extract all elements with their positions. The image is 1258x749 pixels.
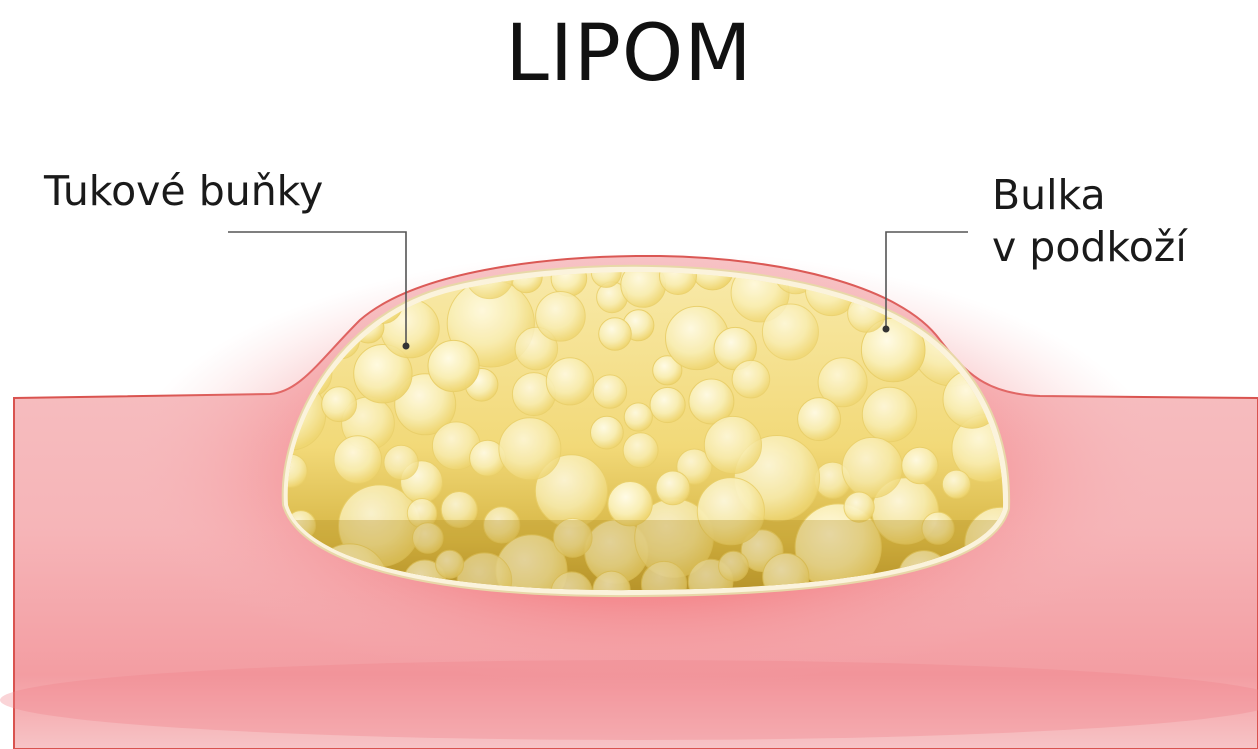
fat-cell	[762, 304, 818, 360]
fat-cell	[656, 471, 690, 505]
fat-cell	[624, 403, 652, 431]
fat-cell	[608, 482, 652, 526]
fat-cell	[704, 416, 761, 473]
fat-cell	[844, 492, 874, 522]
fat-cells-pointer-dot	[403, 343, 410, 350]
diagram-title: LIPOM	[0, 8, 1258, 100]
fat-cell	[499, 418, 561, 480]
fat-cell	[732, 360, 770, 398]
fat-cell	[593, 375, 626, 408]
fat-cell	[591, 416, 624, 449]
fat-cell	[623, 433, 658, 468]
fat-cell	[862, 387, 916, 441]
fat-cell	[599, 318, 632, 351]
fat-cell	[798, 398, 841, 441]
fat-cell	[334, 436, 382, 484]
fat-cell	[322, 387, 357, 422]
label-lump-line2: v podkoží	[992, 222, 1187, 274]
lump-pointer-dot	[883, 326, 890, 333]
fat-cell	[902, 447, 938, 483]
label-lump: Bulka v podkoží	[992, 170, 1187, 274]
fat-cell	[428, 340, 479, 391]
label-lump-line1: Bulka	[992, 170, 1187, 222]
fat-cell	[536, 292, 586, 342]
fat-cell	[546, 358, 593, 405]
fat-cell	[384, 445, 418, 479]
fat-cell	[842, 437, 902, 497]
label-fat-cells: Tukové buňky	[44, 166, 323, 216]
fat-cell	[650, 387, 685, 422]
fat-cell	[942, 470, 970, 498]
lower-redness	[0, 660, 1258, 740]
